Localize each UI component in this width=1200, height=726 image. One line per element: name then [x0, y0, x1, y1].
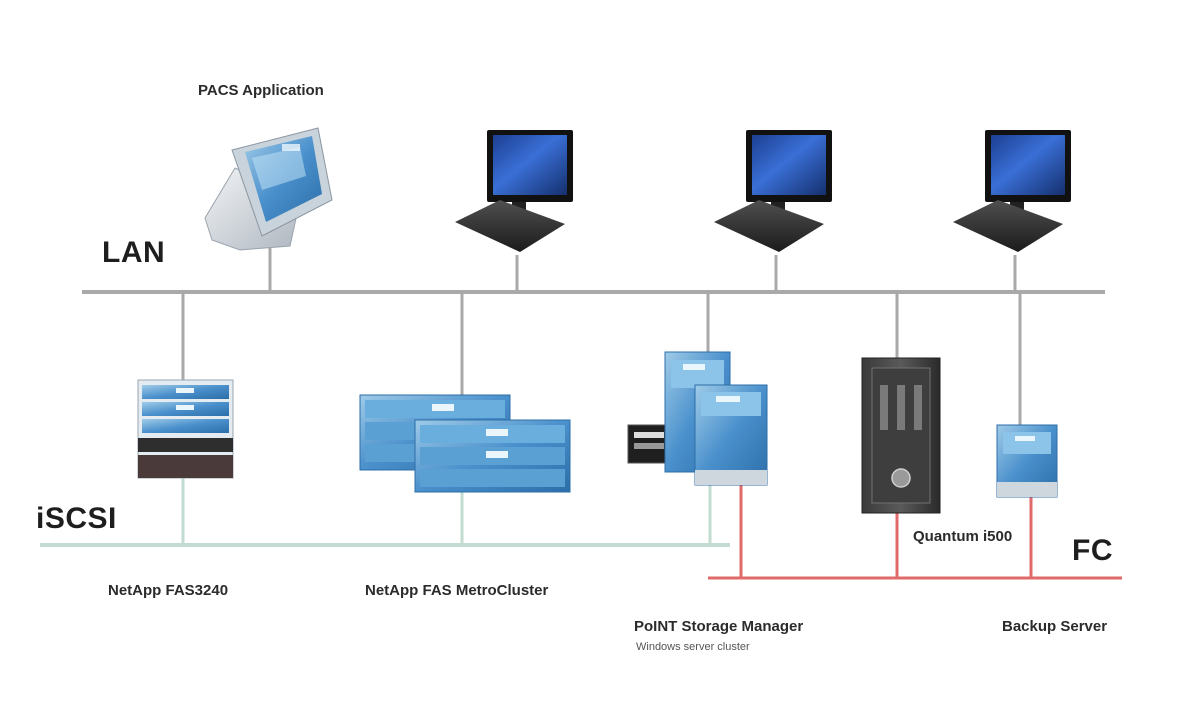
iscsi-bus	[40, 478, 730, 547]
fc-bus	[708, 485, 1122, 580]
label-backup-server: Backup Server	[1002, 618, 1108, 635]
label-netapp-metrocluster: NetApp FAS MetroCluster	[365, 582, 549, 599]
backup-server-icon	[996, 424, 1058, 498]
lan-bus	[82, 245, 1105, 425]
label-iscsi: iSCSI	[36, 502, 117, 535]
label-netapp-fas3240: NetApp FAS3240	[108, 582, 229, 599]
label-quantum: Quantum i500	[913, 528, 1013, 545]
label-fc: FC	[1072, 534, 1113, 567]
storage-manager-servers-icon	[627, 351, 768, 486]
client-pc-3-icon	[953, 130, 1071, 252]
quantum-tape-library-icon	[861, 357, 941, 514]
netapp-fas3240-icon	[137, 379, 234, 479]
label-storage-manager: PoINT Storage Manager	[634, 618, 804, 635]
label-pacs-application: PACS Application	[198, 82, 324, 99]
label-storage-manager-sub: Windows server cluster	[636, 641, 750, 653]
pacs-workstation-icon	[204, 127, 333, 251]
netapp-metrocluster-icon	[359, 394, 571, 493]
label-lan: LAN	[102, 236, 166, 269]
client-pc-1-icon	[455, 130, 573, 252]
client-pc-2-icon	[714, 130, 832, 252]
